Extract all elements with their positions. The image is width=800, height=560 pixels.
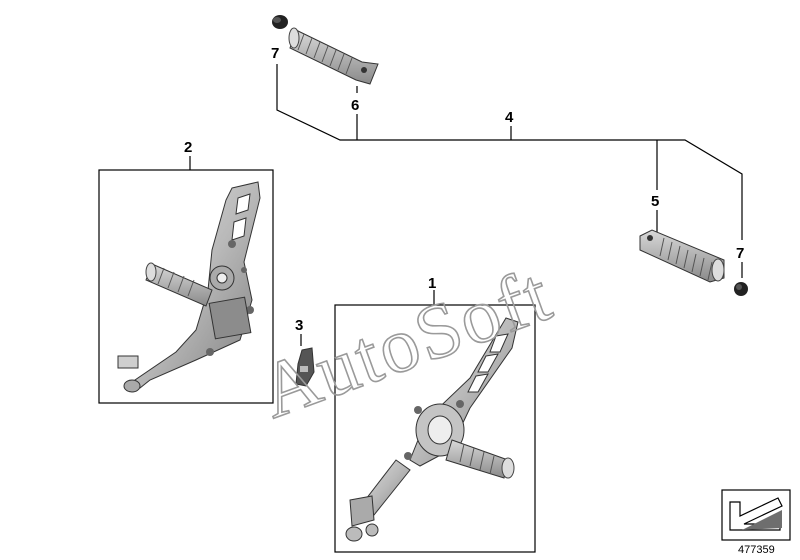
part-7-right-cap [734, 282, 748, 296]
part-2-frame [98, 169, 274, 404]
callout-7-top: 7 [271, 45, 279, 62]
part-3-bracket [295, 347, 315, 387]
reference-icon-frame [721, 489, 791, 541]
reference-arrow-icon [729, 497, 783, 531]
callout-6: 6 [351, 97, 359, 114]
callout-4: 4 [505, 109, 514, 126]
callout-7-right: 7 [736, 245, 744, 262]
document-number: 477359 [738, 544, 775, 556]
part-7-top-cap [272, 15, 288, 29]
part-5-footpeg [639, 229, 725, 283]
part-6-footpeg [288, 27, 379, 85]
leader-lines [189, 64, 743, 346]
callout-3: 3 [295, 317, 303, 334]
part-1-frame [334, 304, 536, 553]
leader-7-top [276, 64, 743, 240]
callout-5: 5 [651, 193, 659, 210]
callout-2: 2 [184, 139, 192, 156]
document-reference: 477359 [721, 489, 791, 556]
callouts: 7 6 4 2 5 7 1 3 [184, 45, 744, 334]
part-1-footrest-assembly [345, 317, 519, 542]
callout-1: 1 [428, 275, 436, 292]
part-2-footrest-assembly [117, 181, 261, 393]
watermark-text: AutoSoft [249, 250, 563, 435]
